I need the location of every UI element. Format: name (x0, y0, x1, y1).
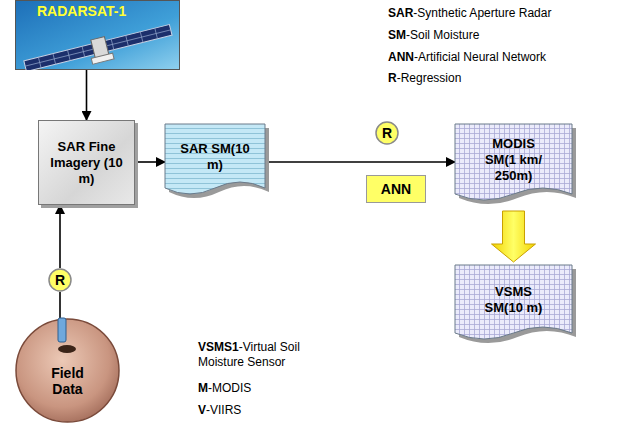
imagery-box: SAR Fine Imagery (10 m) (38, 120, 135, 205)
abbreviation-note: SM-Soil Moisture (388, 28, 479, 43)
connector-arrow (86, 70, 88, 120)
node-text: R (55, 272, 65, 288)
circle-shape (49, 269, 71, 291)
block-arrow (492, 211, 536, 262)
method-box: ANN (366, 175, 426, 203)
abbreviation-note: SAR-Synthetic Aperture Radar (388, 6, 551, 21)
satellite-box: RADARSAT-1 (15, 0, 180, 70)
method-circle: R (375, 121, 399, 145)
abbreviation: ANN (388, 50, 414, 64)
abbreviation-meaning: -Artificial Neural Network (414, 50, 546, 64)
abbreviation: R (388, 71, 397, 85)
field-data-circle: Field Data (15, 318, 120, 423)
document-shape: MODIS SM(1 km/ 250m) (455, 124, 572, 206)
document-body (455, 124, 572, 200)
circle-shape (16, 319, 119, 422)
circle-shape (376, 122, 398, 144)
abbreviation-meaning: -VIIRS (206, 403, 241, 417)
node-text: ANN (381, 181, 411, 197)
abbreviation-meaning: -Soil Moisture (406, 28, 479, 42)
abbreviation-note: V-VIIRS (198, 403, 241, 418)
node-text: SAR SM(10 m) (175, 141, 255, 173)
node-text: RADARSAT-1 (37, 3, 126, 19)
connector-arrow (59, 292, 61, 318)
connector-arrow (59, 205, 61, 268)
connector-arrow (135, 161, 165, 163)
abbreviation: VSMS1 (198, 340, 239, 354)
node-text: MODIS SM(1 km/ 250m) (476, 136, 551, 184)
document-shape: SAR SM(10 m) (165, 124, 265, 200)
node-text: SAR Fine Imagery (10 m) (47, 139, 126, 187)
document-body (455, 265, 572, 339)
method-circle: R (48, 268, 72, 292)
abbreviation-meaning: -MODIS (208, 381, 251, 395)
document-body (165, 124, 265, 194)
abbreviation: SM (388, 28, 406, 42)
node-text: R (382, 125, 392, 141)
abbreviation-note: R-Regression (388, 71, 461, 86)
document-shape: VSMS SM(10 m) (455, 265, 572, 345)
abbreviation: SAR (388, 6, 413, 20)
abbreviation: M (198, 381, 208, 395)
abbreviation-meaning: -Regression (397, 71, 462, 85)
connector-arrow (265, 161, 455, 163)
node-text: Field Data (35, 365, 100, 397)
abbreviation-note: M-MODIS (198, 381, 251, 396)
soil-probe (50, 316, 90, 356)
abbreviation: V (198, 403, 206, 417)
abbreviation-note: ANN-Artificial Neural Network (388, 50, 546, 65)
abbreviation-note: VSMS1-Virtual Soil Moisture Sensor (198, 340, 348, 370)
abbreviation-meaning: -Synthetic Aperture Radar (413, 6, 551, 20)
node-text: VSMS SM(10 m) (476, 284, 551, 316)
